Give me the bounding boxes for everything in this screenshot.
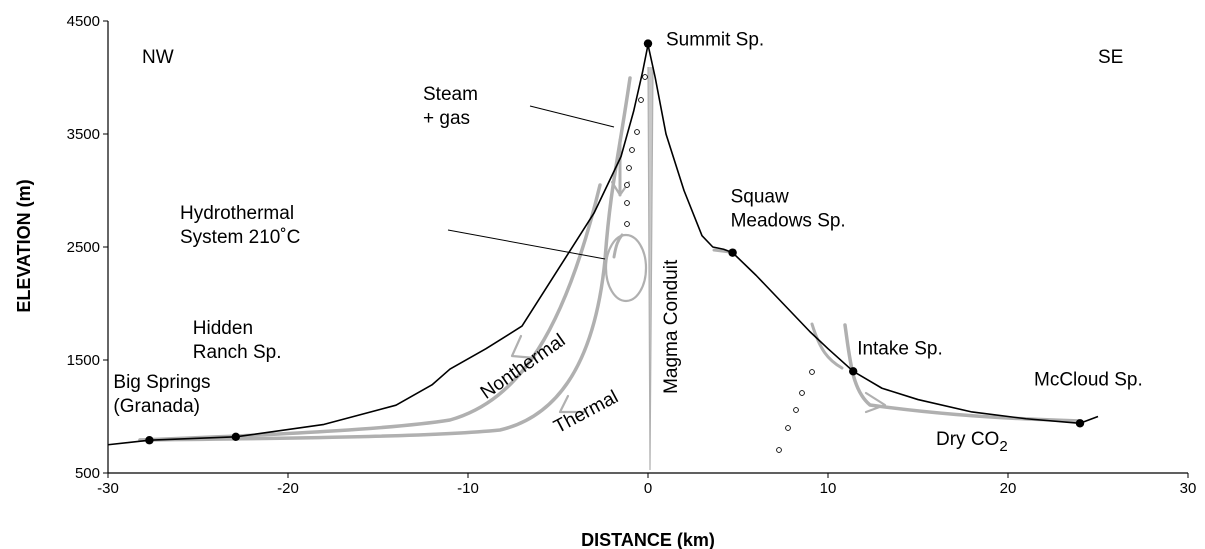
nonthermal-flow-path — [138, 183, 602, 442]
annotation-label: Nonthermal — [477, 330, 570, 404]
x-tick-label: -10 — [457, 480, 479, 497]
y-tick-label: 2500 — [67, 239, 100, 256]
spring-label: McCloud Sp. — [1034, 369, 1143, 390]
y-tick-label: 500 — [75, 465, 100, 482]
gas-bubble-icon — [624, 200, 630, 206]
x-tick-label: 10 — [820, 480, 837, 497]
x-tick-label: 20 — [1000, 480, 1017, 497]
intake-flow-path — [810, 322, 844, 370]
spring-marker — [643, 39, 653, 48]
hydrothermal-system-ellipse — [604, 233, 648, 303]
topographic-profile-line — [107, 43, 1099, 446]
direction-label-nw: NW — [142, 47, 174, 68]
gas-bubble-icon — [785, 425, 791, 431]
spring-label: Intake Sp. — [857, 338, 943, 359]
gas-bubble-icon — [642, 74, 648, 80]
spring-marker — [849, 367, 858, 376]
thermal-flow-path — [138, 76, 632, 442]
gas-bubble-icon — [634, 129, 640, 135]
gas-bubble-icon — [809, 369, 815, 375]
annotation-label: Dry CO2 — [936, 429, 1008, 455]
gas-bubble-icon — [776, 447, 782, 453]
y-tick-label: 1500 — [67, 352, 100, 369]
gas-bubble-icon — [793, 407, 799, 413]
squaw-meadows-flow — [712, 248, 732, 254]
gas-bubble-icon — [626, 165, 632, 171]
mccloud-flow-path — [843, 323, 1082, 423]
mccloud-arrow — [864, 391, 887, 414]
gas-bubble-icon — [624, 182, 630, 188]
x-tick-label: 30 — [1180, 480, 1197, 497]
annotation-label: Magma Conduit — [661, 259, 682, 394]
x-axis-title: DISTANCE (km) — [581, 530, 715, 549]
y-axis-title: ELEVATION (m) — [14, 179, 34, 312]
spring-marker — [231, 432, 240, 442]
magma-conduit — [647, 66, 654, 471]
x-tick-label: 0 — [644, 480, 652, 497]
y-tick-label: 3500 — [67, 126, 100, 143]
spring-label: Summit Sp. — [666, 30, 764, 51]
steam-leader-line — [529, 105, 615, 128]
spring-marker — [1075, 419, 1085, 428]
y-tick-label: 4500 — [67, 13, 100, 30]
thermal-arrow — [558, 394, 586, 414]
spring-marker — [728, 248, 737, 257]
x-tick-label: -30 — [97, 480, 119, 497]
hydrothermal-leader-line — [447, 229, 606, 260]
spring-marker — [145, 436, 154, 445]
annotation-label: Steam+ gas — [423, 84, 478, 129]
direction-label-se: SE — [1098, 47, 1123, 68]
gas-bubble-icon — [629, 147, 635, 153]
spring-label: Big Springs(Granada) — [113, 372, 210, 417]
x-tick-label: -20 — [277, 480, 299, 497]
gas-bubble-icon — [624, 221, 630, 227]
nonthermal-arrow — [510, 334, 537, 360]
gas-bubble-icon — [638, 97, 644, 103]
gas-bubble-icon — [799, 390, 805, 396]
